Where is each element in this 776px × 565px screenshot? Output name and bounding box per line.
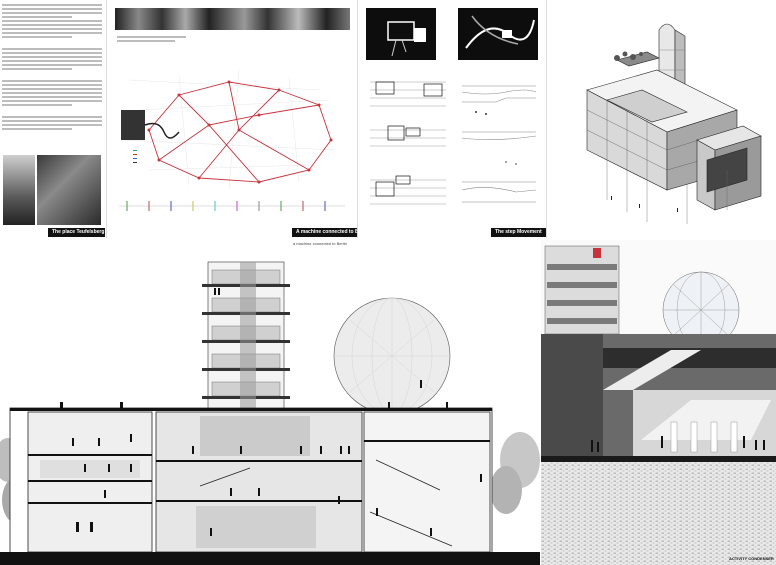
perspective-render: ACTIVITY CONDENSER [541,240,776,565]
photo-strip [115,8,350,30]
site-photo [3,155,35,225]
section-drawing [0,261,540,565]
timeline-graph [119,201,345,211]
panel-machine: A machine connected to Berlin [106,0,357,238]
section-caption: a machine connected to Berlin [293,241,347,246]
building-section: a machine connected to Berlin [0,240,540,565]
panel-label-place: The place Teufelsberg [48,228,105,237]
panel-label-movement: The step Movement [491,228,546,237]
plan-diagrams [370,81,537,205]
axonometric-drawing [547,0,776,238]
strip-notes [117,34,347,44]
panel-axonometric [546,0,776,238]
movement-diagram-photo [458,8,538,60]
body-text-block [2,2,102,132]
perspective-image [541,240,776,565]
panel-place: The place Teufelsberg [0,0,105,238]
panel-label-machine: A machine connected to Berlin [292,228,357,237]
panel-movement: The step Movement [357,0,546,238]
movement-diagram-photo [366,8,436,60]
network-map [119,70,345,190]
perspective-label: ACTIVITY CONDENSER [729,556,774,561]
site-photo [37,155,101,225]
